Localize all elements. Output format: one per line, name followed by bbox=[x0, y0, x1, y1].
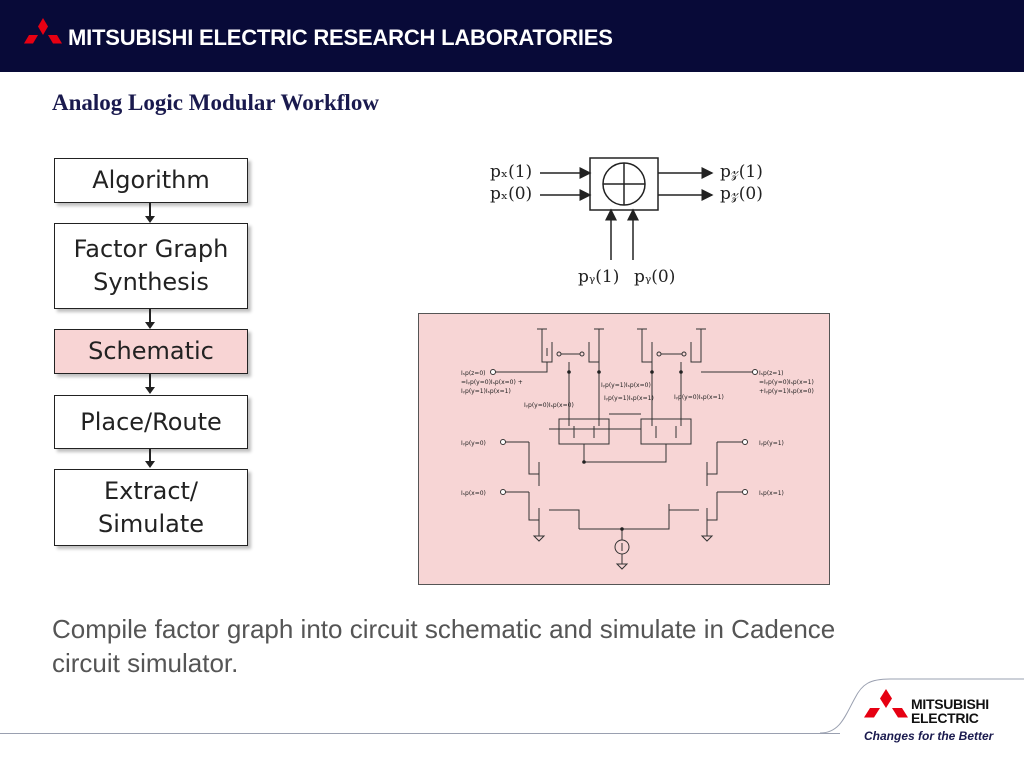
schematic-label: +Iᵧp(y=1)Iₛp(x=0) bbox=[759, 388, 814, 395]
workflow-arrow bbox=[145, 448, 155, 468]
schematic-label: Iᵧp(y=0)Iₛp(x=0) bbox=[524, 402, 574, 409]
footer-brand-line2: ELECTRIC bbox=[911, 710, 979, 726]
xor-factor-node-diagram: pₓ(1) pₓ(0) p𝓏(1) p𝓏(0) pᵧ(1) pᵧ(0) bbox=[480, 148, 780, 298]
workflow-step-factor-graph-synthesis: Factor Graph Synthesis bbox=[54, 223, 248, 309]
schematic-label: Iₛp(x=0) bbox=[461, 490, 486, 497]
schematic-label: Iᵧp(y=1) bbox=[759, 440, 784, 447]
schematic-label: Iᵧp(y=1)Iₛp(x=0) bbox=[601, 382, 651, 389]
slide-caption: Compile factor graph into circuit schema… bbox=[52, 614, 836, 678]
footer-brand: MITSUBISHI ELECTRIC bbox=[911, 697, 989, 725]
label-py1: pᵧ(1) bbox=[578, 267, 619, 287]
schematic-label: Iᵧp(y=0)Iₛp(x=1) bbox=[674, 394, 724, 401]
header-bar: MITSUBISHI ELECTRIC RESEARCH LABORATORIE… bbox=[0, 0, 1024, 72]
schematic-svg: Iₛp(z=0) =Iᵧp(y=0)Iₛp(x=0) + Iᵧp(y=1)Iₛp… bbox=[461, 328, 814, 570]
footer-slogan: Changes for the Better bbox=[864, 729, 994, 743]
workflow-diagram: Algorithm Factor Graph Synthesis Schemat… bbox=[48, 153, 258, 553]
slide-title: Analog Logic Modular Workflow bbox=[52, 90, 379, 115]
schematic-label: Iᵧp(y=0) bbox=[461, 440, 486, 447]
workflow-step-schematic: Schematic bbox=[54, 329, 248, 374]
workflow-arrow bbox=[145, 373, 155, 394]
schematic-label: Iₛp(z=0) bbox=[461, 370, 486, 377]
schematic-label: =Iᵧp(y=0)Iₛp(x=0) + bbox=[461, 379, 523, 386]
schematic-label: Iᵧp(y=1)Iₛp(x=1) bbox=[604, 395, 654, 402]
schematic-label: Iₛp(x=1) bbox=[759, 490, 784, 497]
label-px1: pₓ(1) bbox=[490, 162, 532, 182]
schematic-label: Iₛp(z=1) bbox=[759, 370, 784, 377]
schematic-label: Iᵧp(y=1)Iₛp(x=1) bbox=[461, 388, 511, 395]
mitsubishi-diamonds-icon bbox=[24, 18, 62, 44]
workflow-step-extract-simulate: Extract/ Simulate bbox=[54, 469, 248, 546]
workflow-arrow bbox=[145, 308, 155, 329]
footer-divider bbox=[0, 733, 840, 734]
label-pz0: p𝓏(0) bbox=[720, 184, 763, 204]
workflow-arrow bbox=[145, 202, 155, 223]
header-title: MITSUBISHI ELECTRIC RESEARCH LABORATORIE… bbox=[68, 25, 613, 50]
label-pz1: p𝓏(1) bbox=[720, 162, 763, 182]
mitsubishi-diamonds-footer-icon bbox=[864, 689, 908, 718]
label-py0: pᵧ(0) bbox=[634, 267, 675, 287]
xor-node-svg: pₓ(1) pₓ(0) p𝓏(1) p𝓏(0) pᵧ(1) pᵧ(0) bbox=[490, 157, 763, 287]
label-px0: pₓ(0) bbox=[490, 184, 532, 204]
schematic-label: =Iᵧp(y=0)Iₛp(x=1) bbox=[759, 379, 814, 386]
workflow-step-place-route: Place/Route bbox=[54, 395, 248, 449]
footer-brand-line1: MITSUBISHI bbox=[911, 696, 989, 712]
footer-curve bbox=[820, 678, 1024, 734]
workflow-step-algorithm: Algorithm bbox=[54, 158, 248, 203]
circuit-schematic: Iₛp(z=0) =Iᵧp(y=0)Iₛp(x=0) + Iᵧp(y=1)Iₛp… bbox=[418, 313, 830, 585]
